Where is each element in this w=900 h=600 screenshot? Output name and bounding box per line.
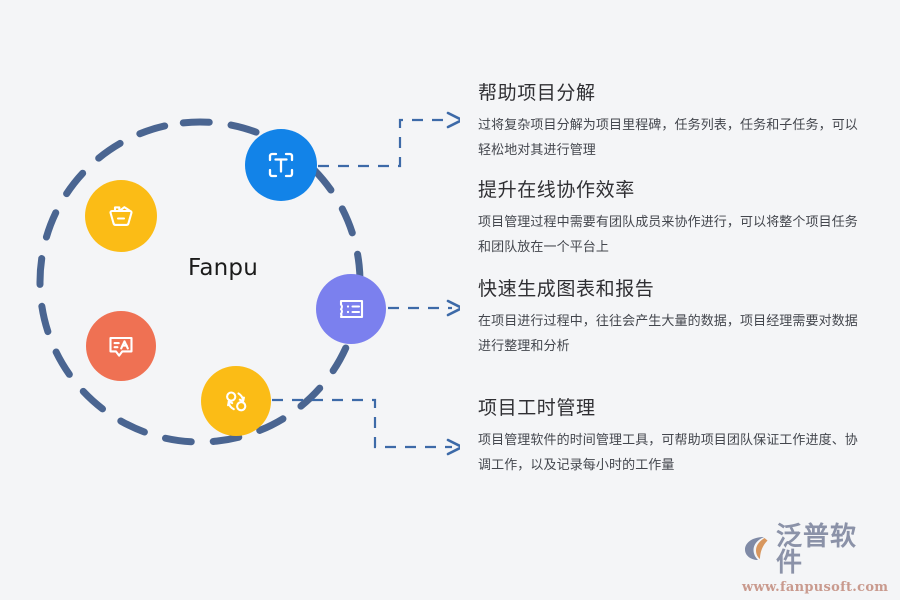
node-comment[interactable] <box>86 311 156 381</box>
connector-top <box>318 118 452 168</box>
fanpu-logo-mark-icon <box>742 533 772 568</box>
connector-top-arrowhead <box>446 111 460 129</box>
feature-block-4: 项目工时管理 项目管理软件的时间管理工具，可帮助项目团队保证工作进度、协调工作，… <box>478 393 868 478</box>
feature-heading: 快速生成图表和报告 <box>478 279 655 300</box>
sync-circles-icon <box>217 382 255 420</box>
feature-list: 帮助项目分解 过将复杂项目分解为项目里程碑，任务列表，任务和子任务，可以轻松地对… <box>478 0 878 600</box>
ticket-list-icon <box>332 290 370 328</box>
text-scan-t-icon <box>261 145 301 185</box>
speech-bubble-a-icon <box>102 327 140 365</box>
feature-body: 过将复杂项目分解为项目里程碑，任务列表，任务和子任务，可以轻松地对其进行管理 <box>478 118 858 158</box>
logo-wordmark: 泛普软件 <box>776 522 858 578</box>
node-text-recognition[interactable] <box>245 129 317 201</box>
feature-block-1: 帮助项目分解 过将复杂项目分解为项目里程碑，任务列表，任务和子任务，可以轻松地对… <box>478 78 868 163</box>
node-report[interactable] <box>316 274 386 344</box>
feature-heading: 提升在线协作效率 <box>478 180 635 201</box>
feature-block-2: 提升在线协作效率 项目管理过程中需要有团队成员来协作进行，可以将整个项目任务和团… <box>478 175 868 260</box>
folder-basket-icon <box>102 197 140 235</box>
connector-bottom-arrowhead <box>446 438 460 456</box>
feature-heading: 帮助项目分解 <box>478 83 596 104</box>
dashed-ring <box>36 118 364 446</box>
feature-block-3: 快速生成图表和报告 在项目进行过程中，往往会产生大量的数据，项目经理需要对数据进… <box>478 274 868 359</box>
feature-heading: 项目工时管理 <box>478 398 596 419</box>
diagram-center-label: Fanpu <box>188 255 258 281</box>
node-collaboration[interactable] <box>201 366 271 436</box>
connector-bottom <box>272 398 452 449</box>
diagram-lines-svg <box>36 111 460 456</box>
feature-body: 项目管理软件的时间管理工具，可帮助项目团队保证工作进度、协调工作，以及记录每小时… <box>478 433 858 473</box>
fanpu-logo: 泛普软件 www.fanpusoft.com <box>742 524 888 595</box>
logo-url: www.fanpusoft.com <box>742 580 889 595</box>
feature-body: 在项目进行过程中，往往会产生大量的数据，项目经理需要对数据进行整理和分析 <box>478 314 858 354</box>
circular-diagram: Fanpu <box>36 111 460 456</box>
connector-middle-arrowhead <box>446 299 460 317</box>
logo-row: 泛普软件 <box>742 524 882 576</box>
feature-body: 项目管理过程中需要有团队成员来协作进行，可以将整个项目任务和团队放在一个平台上 <box>478 215 858 255</box>
node-folder[interactable] <box>85 180 157 252</box>
